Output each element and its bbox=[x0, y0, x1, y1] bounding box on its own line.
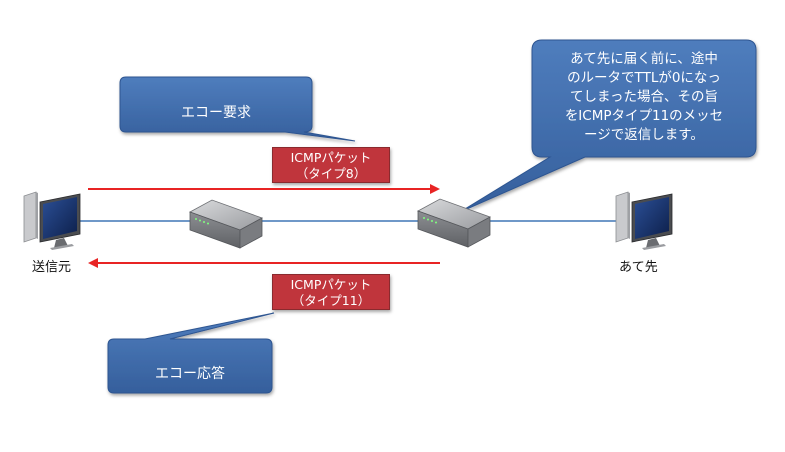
packet-type11-line1: ICMPパケット bbox=[290, 277, 372, 292]
destination-computer-icon bbox=[615, 191, 673, 250]
ttl-note-text: あて先に届く前に、途中 のルータでTTLが0になっ てしまった場合、その旨 をI… bbox=[564, 51, 724, 143]
router-icon bbox=[417, 198, 491, 248]
echo-reply-text: エコー応答 （Echo Reply） bbox=[108, 346, 272, 441]
packet-type8-line2: （タイプ8） bbox=[295, 166, 367, 181]
ttl-note-callout bbox=[459, 39, 757, 213]
source-computer-icon bbox=[23, 191, 81, 250]
source-label: 送信元 bbox=[32, 260, 72, 275]
echo-request-callout bbox=[119, 76, 356, 142]
echo-request-subtitle: （Echo Request） bbox=[154, 143, 278, 159]
echo-request-text: エコー要求 （Echo Request） bbox=[120, 85, 312, 180]
destination-label: あて先 bbox=[619, 260, 658, 275]
echo-reply-subtitle: （Echo Reply） bbox=[137, 404, 243, 420]
router-icon bbox=[189, 199, 263, 249]
packet-type11-line2: （タイプ11） bbox=[291, 293, 371, 308]
packet-type8-line1: ICMPパケット bbox=[290, 150, 372, 165]
echo-request-title: エコー要求 bbox=[181, 105, 251, 121]
packet-type11-label: ICMPパケット （タイプ11） bbox=[272, 274, 390, 310]
echo-reply-title: エコー応答 bbox=[155, 366, 225, 382]
packet-type8-label: ICMPパケット （タイプ8） bbox=[272, 147, 390, 183]
echo-reply-callout bbox=[107, 312, 275, 394]
